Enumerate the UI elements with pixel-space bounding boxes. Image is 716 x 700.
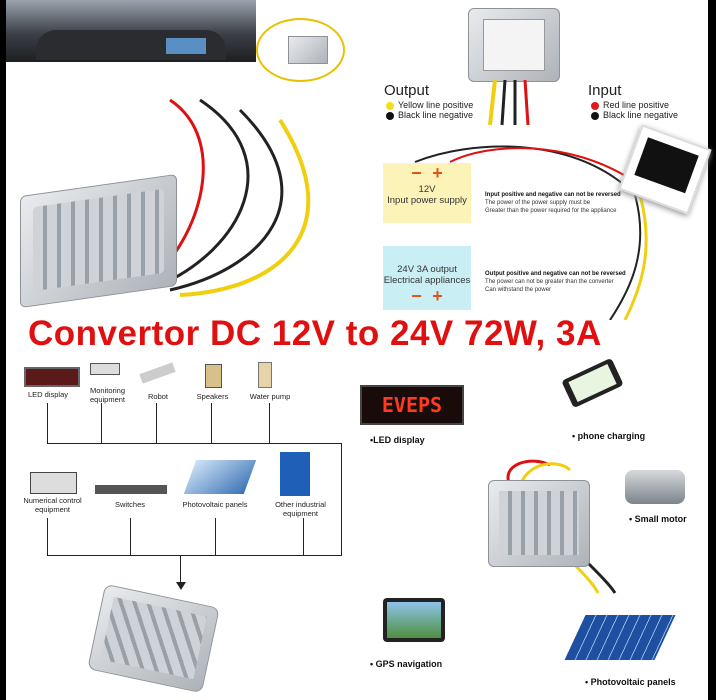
solar-panel-icon <box>183 460 257 494</box>
minus-sign: − <box>411 163 422 183</box>
converter-top-image <box>468 8 560 82</box>
gps-icon <box>383 598 445 642</box>
diagram-label: LED display <box>27 390 69 399</box>
plus-sign: + <box>432 286 443 306</box>
solar-panel-icon <box>564 615 676 660</box>
legend-label: Red line positive <box>603 100 670 110</box>
diagram-label: Water pump <box>249 392 291 401</box>
input-heading: Input <box>588 82 622 99</box>
note-title: Output positive and negative can not be … <box>485 271 626 277</box>
converter-image <box>488 480 590 567</box>
output-heading: Output <box>384 82 430 99</box>
output-legend: Yellow line positive Black line negative <box>386 100 473 120</box>
diagram-label: Speakers <box>196 392 229 401</box>
diagram-label: Robot <box>147 392 168 401</box>
legend-label: Black line negative <box>398 110 474 120</box>
wiring-lines <box>414 80 648 320</box>
output-voltage: 24V 3A output <box>397 264 457 275</box>
phone-icon <box>561 357 624 409</box>
switch-icon <box>95 485 167 494</box>
red-dot <box>591 101 599 110</box>
converter-image <box>20 173 177 309</box>
app-label: • phone charging <box>572 431 646 441</box>
product-title: Convertor DC 12V to 24V 72W, 3A <box>28 314 602 353</box>
diagram-label: Other industrial equipment <box>275 500 326 518</box>
app-label: • Photovoltaic panels <box>585 677 676 687</box>
plus-sign: + <box>432 163 443 183</box>
motor-icon <box>625 470 685 504</box>
input-legend: Red line positive Black line negative <box>591 100 678 120</box>
led-display-image: EVEPS <box>360 385 464 425</box>
legend-label: Black line negative <box>603 110 679 120</box>
arrow-down-icon <box>176 582 186 590</box>
black-dot <box>386 111 394 120</box>
converter-thumbnail <box>256 18 345 82</box>
water-pump-icon <box>258 362 272 388</box>
input-voltage: 12V <box>418 184 436 195</box>
app-label: •LED display <box>370 435 425 445</box>
camera-icon <box>90 363 120 375</box>
note-line: The power can not be greater than the co… <box>485 279 614 285</box>
note-line: Can withstand the power <box>485 287 552 293</box>
app-label: • GPS navigation <box>370 659 443 669</box>
note-line: The power of the power supply must be <box>485 200 591 206</box>
output-note: Output positive and negative can not be … <box>485 270 626 294</box>
cnc-icon <box>30 472 77 494</box>
app-label: • Small motor <box>629 514 687 524</box>
led-display-icon <box>24 367 80 387</box>
legend-label: Yellow line positive <box>398 100 474 110</box>
speaker-icon <box>205 364 222 388</box>
diagram-label: Photovoltaic panels <box>182 500 248 509</box>
input-note: Input positive and negative can not be r… <box>485 191 621 215</box>
diagram-label: Switches <box>114 500 145 509</box>
diagram-label: Monitoring equipment <box>89 386 126 404</box>
converter-image <box>87 583 220 694</box>
input-power-box: − + 12V Input power supply <box>383 163 471 223</box>
yellow-dot <box>386 101 394 110</box>
input-label: Input power supply <box>387 195 467 206</box>
note-title: Input positive and negative can not be r… <box>485 192 621 198</box>
note-line: Greater than the power required for the … <box>485 208 617 214</box>
output-label: Electrical appliances <box>383 275 471 286</box>
diagram-label: Numerical control equipment <box>23 496 82 514</box>
border-left <box>0 0 6 700</box>
car-interior-photo <box>6 0 256 62</box>
cabinet-icon <box>280 452 310 496</box>
robot-icon <box>139 362 176 384</box>
minus-sign: − <box>411 286 422 306</box>
black-dot <box>591 111 599 120</box>
output-power-box: 24V 3A output Electrical appliances − + <box>383 246 471 310</box>
border-right <box>708 0 716 700</box>
